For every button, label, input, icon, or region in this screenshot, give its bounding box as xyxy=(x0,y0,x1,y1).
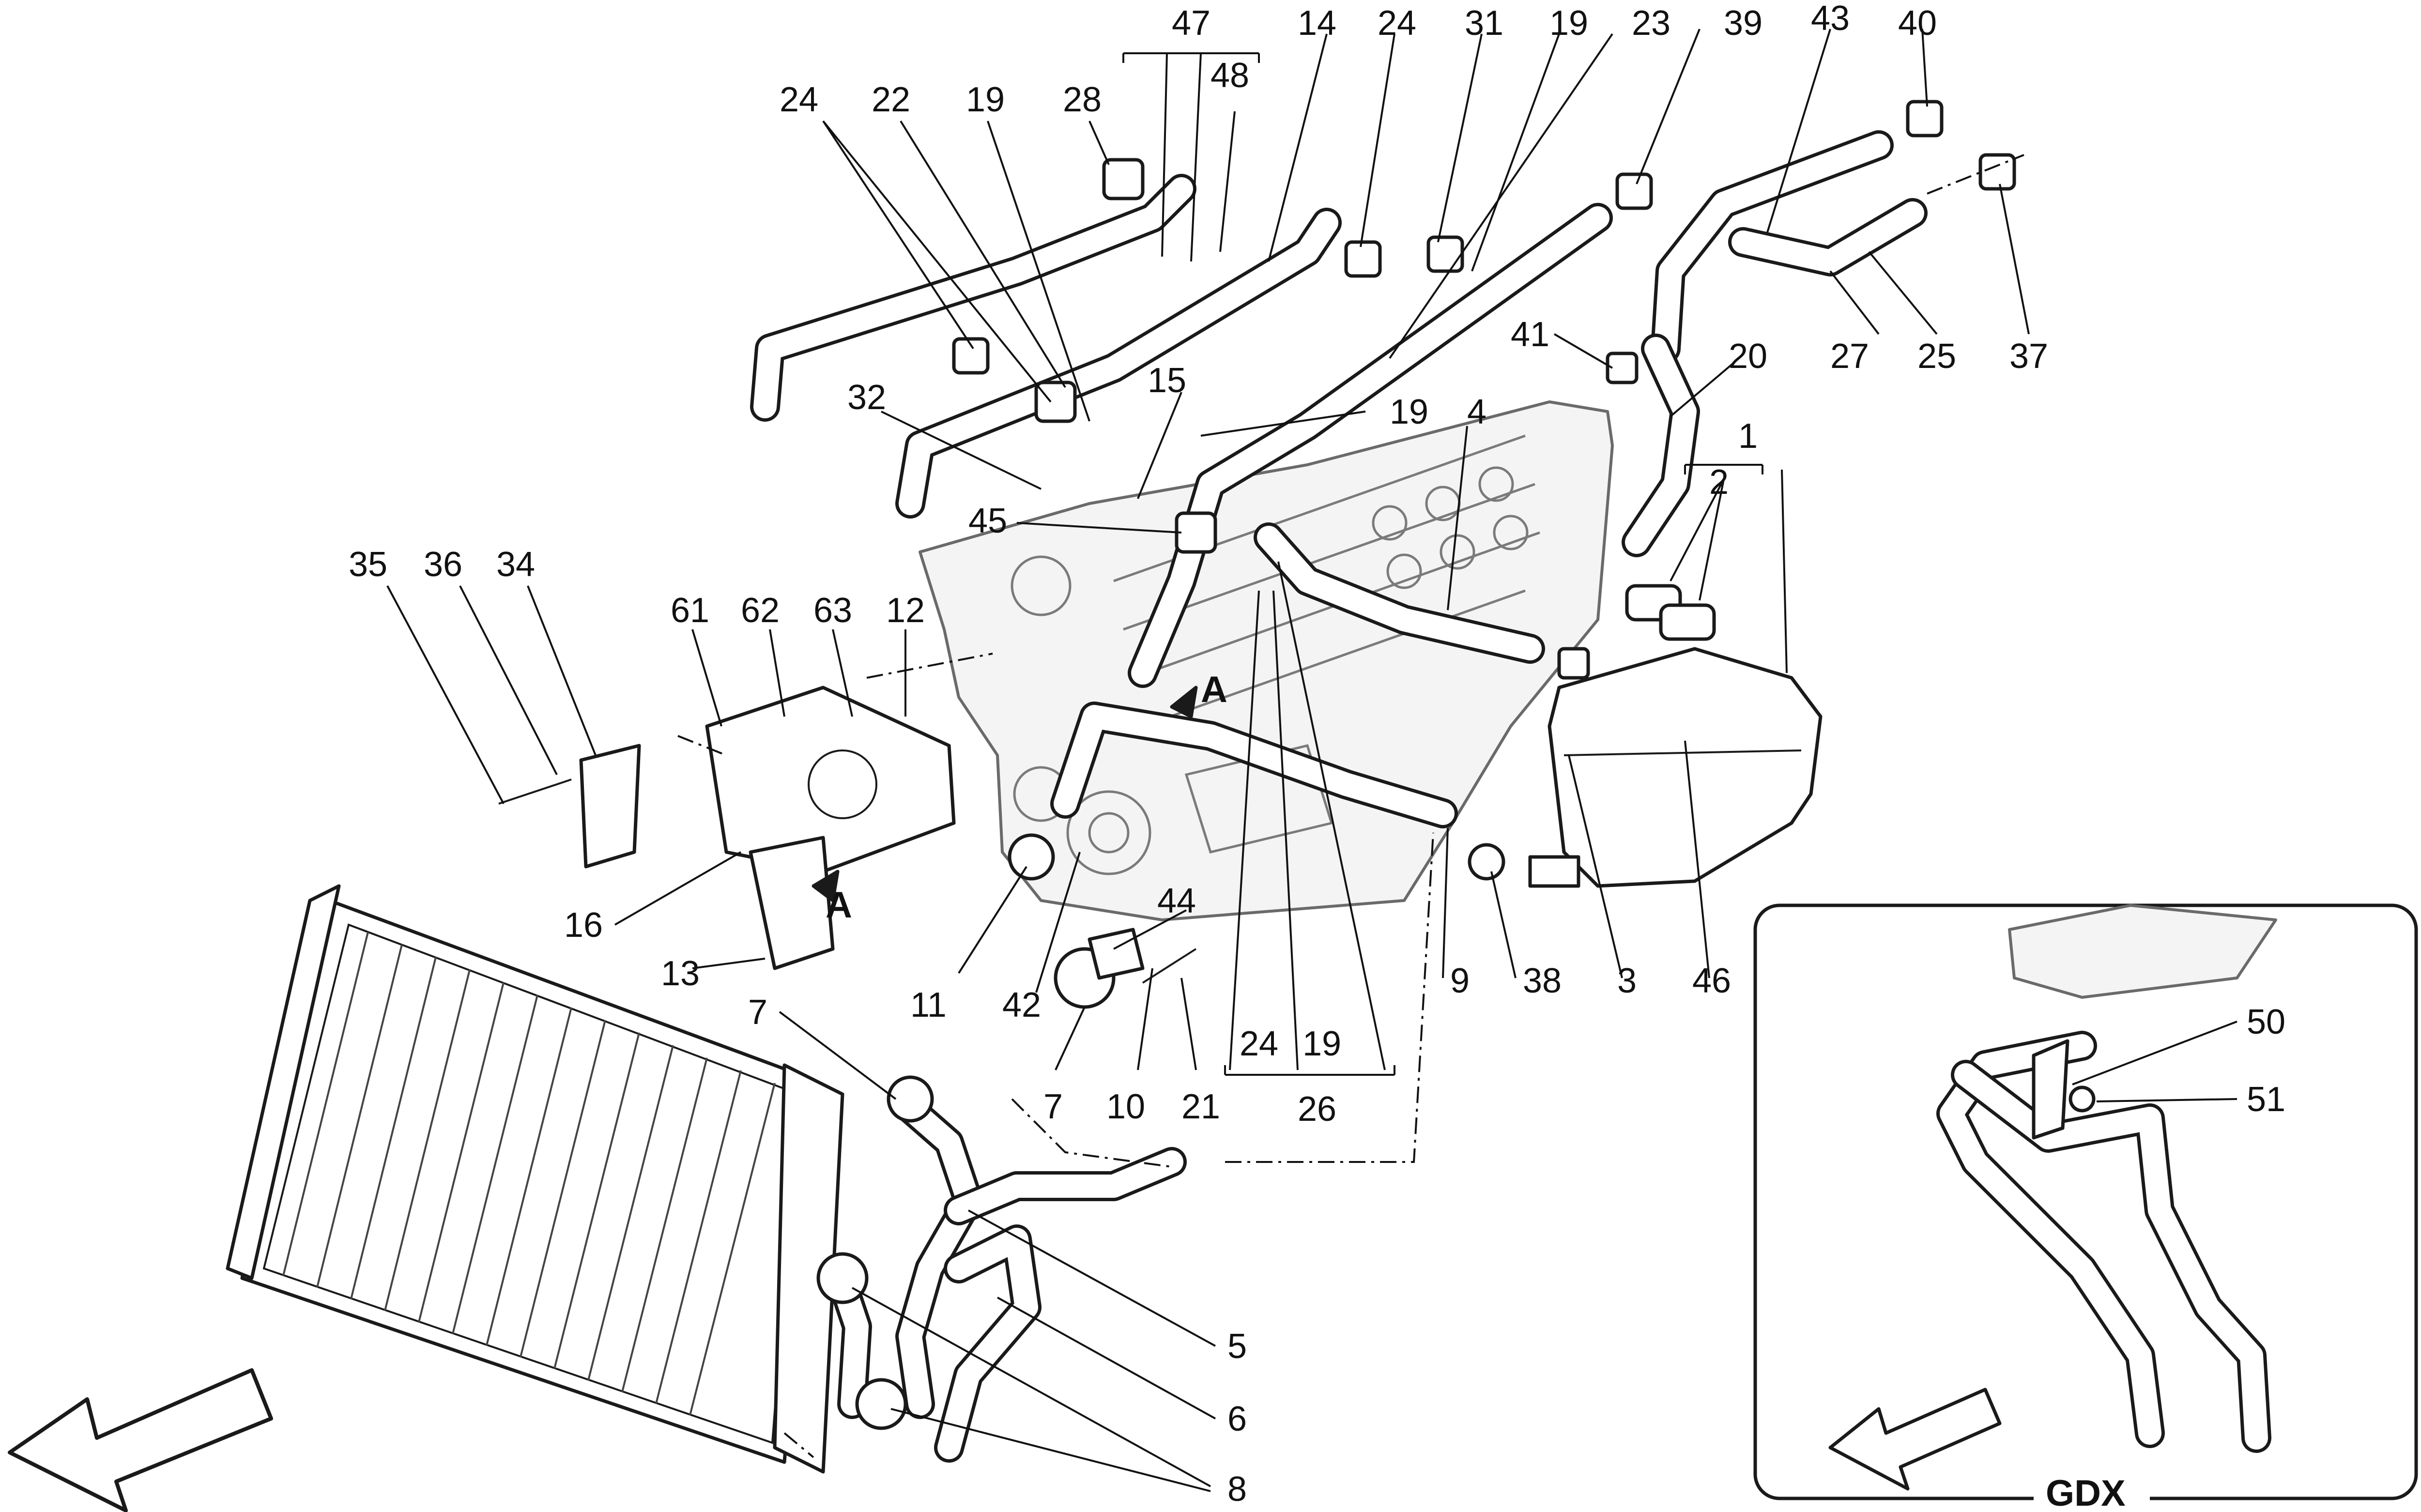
callout-46: 46 xyxy=(1692,962,1731,1000)
callout-20: 20 xyxy=(1729,337,1767,376)
callout-12: 12 xyxy=(886,591,925,630)
inset-label: GDX xyxy=(2046,1473,2126,1512)
callout-51: 51 xyxy=(2247,1080,2285,1119)
radiator xyxy=(226,884,844,1474)
callout-labels: 47 14 24 31 19 23 39 43 40 24 22 19 28 4… xyxy=(349,0,2285,1509)
callout-1: 1 xyxy=(1738,417,1758,456)
callout-31: 31 xyxy=(1465,4,1503,43)
view-a-marker-bottom: A xyxy=(826,885,852,926)
callout-3: 3 xyxy=(1617,962,1637,1000)
callout-15: 15 xyxy=(1148,361,1186,400)
expansion-tank xyxy=(1528,584,1823,888)
radiator-fins xyxy=(282,932,776,1416)
callout-22: 22 xyxy=(872,80,910,119)
callout-36: 36 xyxy=(424,545,462,584)
callout-2: 2 xyxy=(1709,463,1729,502)
callout-39: 39 xyxy=(1724,4,1762,43)
callout-38: 38 xyxy=(1523,962,1562,1000)
small-parts xyxy=(498,100,2016,1430)
callout-63: 63 xyxy=(813,591,852,630)
callout-61: 61 xyxy=(671,591,709,630)
dash-leaders xyxy=(677,154,2024,1458)
view-a-marker-top: A xyxy=(1201,669,1227,710)
callout-41: 41 xyxy=(1511,315,1549,354)
direction-arrow-inset xyxy=(1828,1388,2002,1491)
callout-47: 47 xyxy=(1172,4,1210,43)
callout-19: 19 xyxy=(1390,393,1428,431)
callout-28: 28 xyxy=(1063,80,1102,119)
callout-23: 23 xyxy=(1632,4,1670,43)
callout-9: 9 xyxy=(1450,962,1470,1000)
callout-16: 16 xyxy=(564,906,603,945)
callout-13: 13 xyxy=(661,954,700,993)
callout-8: 8 xyxy=(1227,1470,1247,1509)
callout-6: 6 xyxy=(1227,1400,1247,1438)
callout-7: 7 xyxy=(748,993,767,1032)
callout-19: 19 xyxy=(966,80,1005,119)
callout-7: 7 xyxy=(1043,1087,1063,1126)
callout-50: 50 xyxy=(2247,1003,2285,1041)
hoses xyxy=(750,130,1928,1463)
callout-37: 37 xyxy=(2009,337,2048,376)
callout-42: 42 xyxy=(1002,986,1041,1024)
callout-14: 14 xyxy=(1298,4,1336,43)
callout-10: 10 xyxy=(1106,1087,1145,1126)
callout-11: 11 xyxy=(910,986,947,1024)
callout-44: 44 xyxy=(1157,882,1196,920)
callout-21: 21 xyxy=(1181,1087,1220,1126)
view-a-markers: A A xyxy=(812,669,1227,926)
callout-48: 48 xyxy=(1210,56,1249,95)
callout-4: 4 xyxy=(1467,393,1486,431)
callout-40: 40 xyxy=(1898,4,1937,43)
callout-24: 24 xyxy=(1240,1024,1278,1063)
callout-45: 45 xyxy=(968,502,1007,540)
callout-62: 62 xyxy=(741,591,780,630)
callout-26: 26 xyxy=(1298,1090,1336,1129)
direction-arrow-main xyxy=(8,1368,273,1512)
callout-27: 27 xyxy=(1830,337,1869,376)
callout-24: 24 xyxy=(780,80,818,119)
inset-gdx: GDX xyxy=(1753,903,2418,1512)
callout-43: 43 xyxy=(1811,0,1850,38)
callout-34: 34 xyxy=(496,545,535,584)
callout-32: 32 xyxy=(847,378,886,417)
callout-35: 35 xyxy=(349,545,387,584)
callout-24: 24 xyxy=(1378,4,1416,43)
callout-19: 19 xyxy=(1302,1024,1341,1063)
callout-19: 19 xyxy=(1549,4,1588,43)
leader-lines xyxy=(386,29,2030,1492)
callout-25: 25 xyxy=(1917,337,1956,376)
callout-5: 5 xyxy=(1227,1327,1247,1366)
